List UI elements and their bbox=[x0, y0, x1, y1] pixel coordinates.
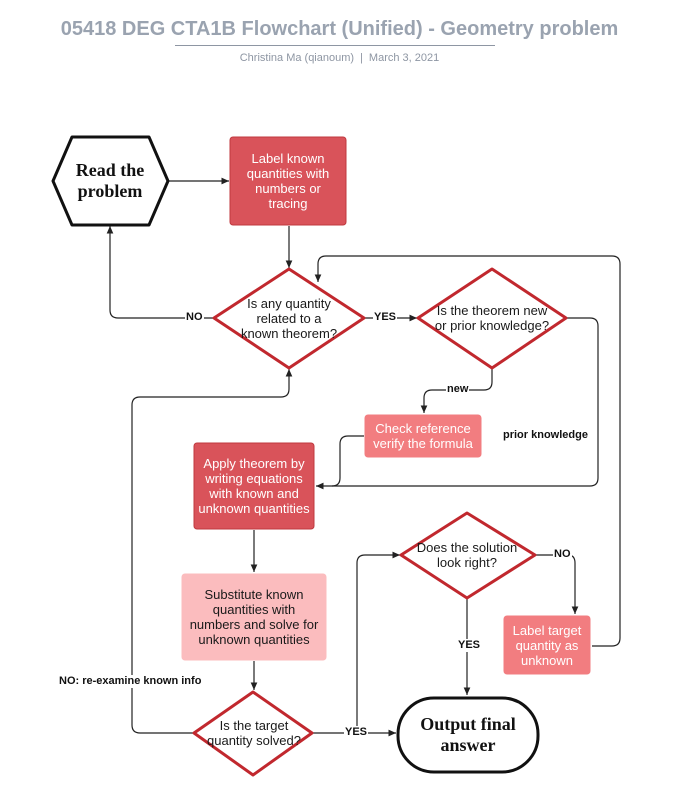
author-name: Christina Ma (qianoum) bbox=[239, 52, 355, 64]
check-reference-label: Check reference verify the formula bbox=[373, 421, 473, 451]
edge-label-yes-solution: YES bbox=[457, 639, 482, 652]
edge-solution-no-to-label-target bbox=[535, 554, 579, 614]
theorem-new-prior-label: Is the theorem new or prior knowledge? bbox=[434, 303, 550, 333]
solution-right-node bbox=[399, 511, 537, 600]
edge-label-no-solution: NO bbox=[553, 548, 572, 561]
related-theorem-label: Is any quantity related to a known theor… bbox=[240, 295, 338, 341]
target-solved-node bbox=[192, 690, 314, 777]
edge-label-yes-solved: YES bbox=[344, 726, 369, 739]
apply-theorem-node bbox=[193, 442, 315, 530]
output-answer-label: Output final answer bbox=[420, 714, 516, 755]
edge-label-yes-related: YES bbox=[373, 311, 398, 324]
label-target-label: Label target quantity as unknown bbox=[512, 622, 582, 668]
document-date: March 3, 2021 bbox=[368, 52, 440, 64]
target-solved-label: Is the target quantity solved? bbox=[207, 718, 301, 748]
apply-theorem-label: Apply theorem by writing equations with … bbox=[198, 456, 310, 516]
theorem-new-prior-node bbox=[416, 267, 568, 370]
edge-label-target-to-related-loop bbox=[314, 255, 621, 647]
edge-related-no-to-read bbox=[106, 226, 213, 319]
check-reference-node bbox=[364, 414, 482, 458]
edge-check-to-apply bbox=[331, 435, 364, 487]
title-underline bbox=[175, 45, 495, 46]
edge-theorem-prior-to-apply bbox=[316, 317, 599, 490]
output-answer-node bbox=[396, 696, 540, 774]
read-problem-node bbox=[51, 135, 170, 227]
label-target-node bbox=[503, 615, 591, 675]
label-known-node bbox=[229, 136, 347, 226]
edge-label-no-reexamine: NO: re-examine known info bbox=[58, 675, 203, 688]
edge-solved-yes-to-solution bbox=[356, 551, 400, 733]
related-theorem-node bbox=[212, 267, 366, 370]
solution-right-label: Does the solution look right? bbox=[416, 540, 518, 570]
page-title: 05418 DEG CTA1B Flowchart (Unified) - Ge… bbox=[60, 18, 619, 40]
label-known-label: Label known quantities with numbers or t… bbox=[246, 151, 330, 211]
edge-label-new: new bbox=[446, 383, 470, 396]
read-problem-label: Read the problem bbox=[75, 160, 145, 201]
substitute-node bbox=[181, 573, 327, 661]
edge-label-prior-knowledge: prior knowledge bbox=[502, 429, 589, 442]
edge-solved-no-to-related bbox=[131, 369, 293, 734]
edge-label-no-related: NO bbox=[185, 311, 204, 324]
substitute-label: Substitute known quantities with numbers… bbox=[189, 587, 319, 647]
subtitle-separator: | bbox=[360, 52, 363, 64]
page-subtitle: Christina Ma (qianoum) | March 3, 2021 bbox=[0, 52, 679, 64]
